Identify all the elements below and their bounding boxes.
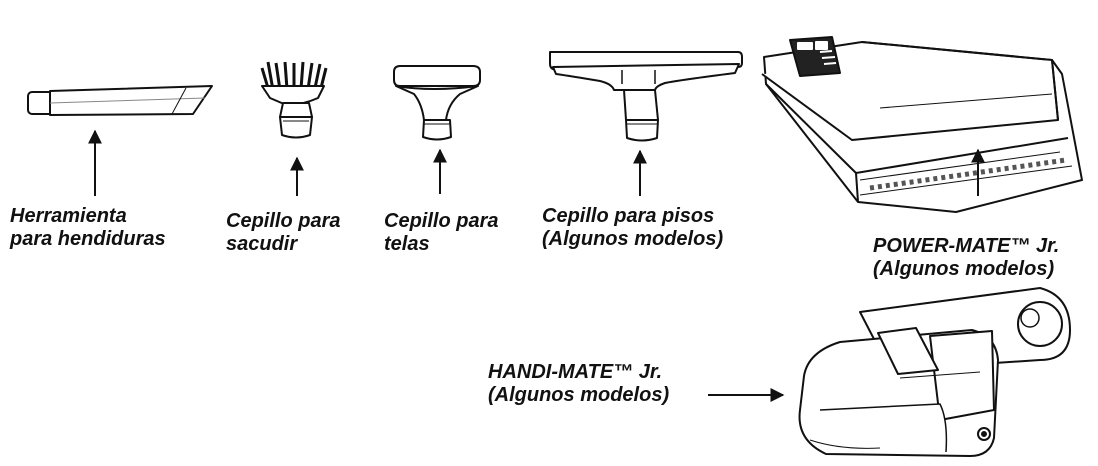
- power-mate-jr-icon: [761, 36, 1083, 213]
- label-line2: telas: [384, 233, 430, 255]
- label-line1: HANDI-MATE™ Jr.: [488, 361, 663, 383]
- label-handi-mate: HANDI-MATE™ Jr. (Algunos modelos): [488, 361, 669, 407]
- label-line2: (Algunos modelos): [488, 384, 670, 406]
- label-line1: Cepillo para: [384, 210, 499, 232]
- label-dusting-brush: Cepillo para sacudir: [226, 210, 340, 256]
- label-line2: (Algunos modelos): [873, 258, 1055, 280]
- handi-mate-jr-icon: [798, 287, 1071, 457]
- label-line1: Herramienta: [10, 205, 127, 227]
- label-line1: POWER-MATE™ Jr.: [873, 235, 1060, 257]
- label-line1: Cepillo para pisos: [542, 205, 715, 227]
- label-upholstery-brush: Cepillo para telas: [384, 210, 498, 256]
- label-line2: para hendiduras: [10, 228, 166, 250]
- dusting-brush-icon: [260, 61, 328, 139]
- label-floor-brush: Cepillo para pisos (Algunos modelos): [542, 205, 723, 251]
- label-crevice-tool: Herramienta para hendiduras: [10, 205, 166, 251]
- floor-brush-icon: [549, 51, 743, 142]
- label-line2: sacudir: [226, 233, 298, 255]
- label-line2: (Algunos modelos): [542, 228, 724, 250]
- label-line1: Cepillo para: [226, 210, 341, 232]
- label-power-mate: POWER-MATE™ Jr. (Algunos modelos): [873, 235, 1059, 281]
- upholstery-brush-icon: [393, 65, 481, 141]
- crevice-tool-icon: [27, 85, 213, 116]
